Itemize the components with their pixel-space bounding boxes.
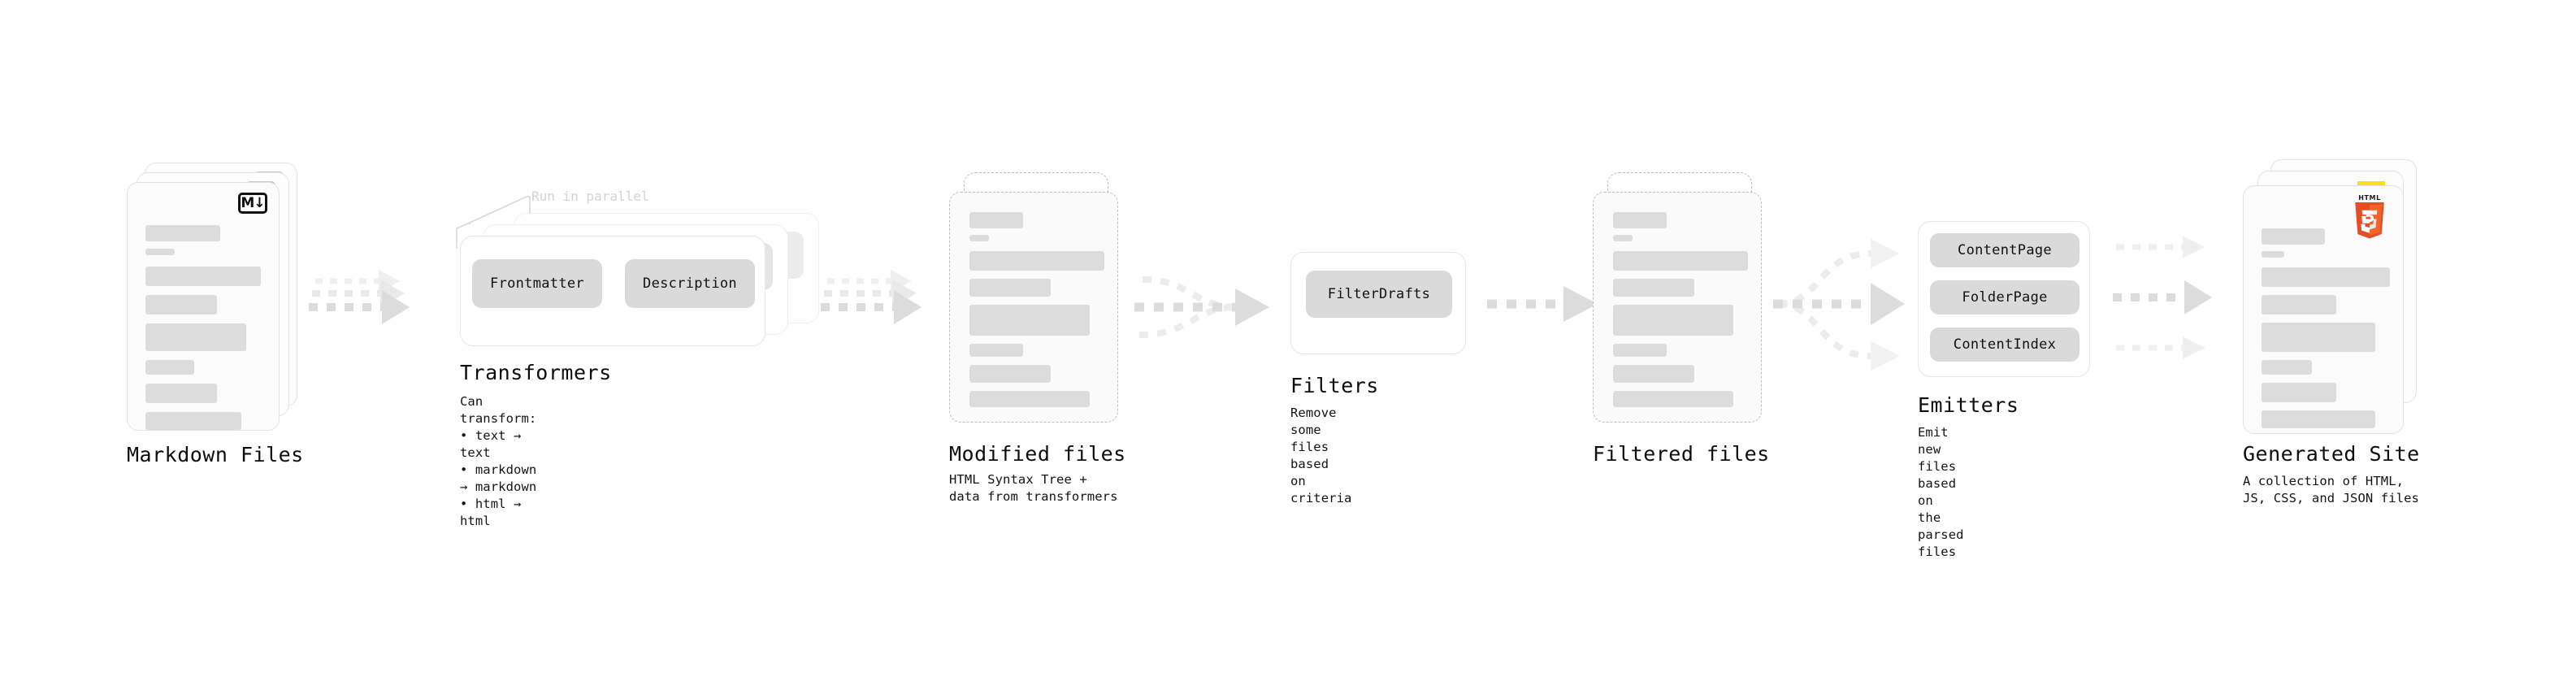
- stage-title-modified-files: Modified files: [949, 442, 1126, 466]
- connector-filters-to-filtered: [1487, 286, 1598, 322]
- content-bar: [2262, 410, 2375, 428]
- content-bar: [145, 249, 175, 255]
- content-bar: [969, 391, 1090, 407]
- content-bar: [2262, 360, 2312, 375]
- run-in-parallel-label: Run in parallel: [531, 189, 649, 204]
- parallel-bracket-connector: [456, 196, 531, 249]
- filtered-files-card-front: [1593, 192, 1762, 423]
- content-bar: [969, 365, 1051, 383]
- stage-subtitle-modified-files: HTML Syntax Tree + data from transformer…: [949, 472, 1118, 504]
- stage-markdown-files: M↓ M↓ M↓ Markdown Files: [127, 163, 303, 466]
- filter-chip-filterdrafts[interactable]: FilterDrafts: [1306, 271, 1452, 318]
- stage-title-markdown-files: Markdown Files: [127, 443, 304, 466]
- content-bar: [145, 295, 217, 314]
- generated-site-card-stack: CSS JS HTML: [2243, 159, 2430, 436]
- content-bar: [145, 384, 217, 403]
- filtered-files-card-stack: [1593, 172, 1772, 440]
- stage-generated-site: CSS JS HTML: [2243, 159, 2430, 505]
- content-bar: [145, 323, 246, 351]
- stage-title-filtered-files: Filtered files: [1593, 442, 1770, 466]
- transformer-chip-frontmatter[interactable]: Frontmatter: [472, 259, 602, 308]
- transformer-chip-description[interactable]: Description: [625, 259, 755, 308]
- modified-files-card-stack: [949, 172, 1128, 440]
- content-bar: [2262, 267, 2390, 287]
- stage-subtitle-emitters: Emit new files based on the parsed files: [1918, 425, 1964, 559]
- content-bar: [2262, 383, 2336, 402]
- content-bar: [969, 279, 1051, 297]
- content-bar: [2262, 295, 2336, 314]
- stage-title-generated-site: Generated Site: [2243, 442, 2420, 466]
- emitter-chip-folderpage[interactable]: FolderPage: [1930, 280, 2079, 314]
- markdown-files-card-stack: M↓ M↓ M↓: [127, 163, 297, 431]
- stage-title-filters: Filters: [1290, 374, 1379, 397]
- stage-filtered-files: Filtered files: [1593, 172, 1772, 466]
- markdown-files-content: [128, 183, 279, 430]
- content-bar: [1613, 251, 1748, 271]
- content-bar: [969, 251, 1104, 271]
- html5-shield-icon: [2355, 202, 2384, 239]
- connector-filtered-to-emitters: [1773, 239, 1905, 371]
- markdown-files-card-front: M↓: [127, 182, 280, 431]
- content-bar: [145, 360, 194, 375]
- emitters-box: ContentPage FolderPage ContentIndex: [1918, 221, 2090, 377]
- generated-site-card-html: HTML 5: [2243, 185, 2404, 434]
- stage-subtitle-filters: Remove some files based on criteria: [1290, 406, 1352, 505]
- content-bar: [1613, 344, 1667, 357]
- content-bar: [145, 267, 261, 286]
- markdown-badge: M↓: [238, 193, 267, 214]
- html5-badge-number: 5: [2364, 209, 2375, 226]
- emitter-chip-contentpage[interactable]: ContentPage: [1930, 233, 2079, 267]
- connector-transformers-to-modified: [821, 270, 922, 324]
- content-bar: [2262, 251, 2284, 258]
- html5-badge-label: HTML: [2358, 194, 2381, 202]
- content-bar: [1613, 235, 1633, 241]
- connector-emitters-to-site: [2113, 236, 2212, 359]
- content-bar: [2262, 228, 2325, 245]
- content-bar: [969, 235, 989, 241]
- content-bar: [969, 344, 1023, 357]
- modified-files-card-front: [949, 192, 1118, 423]
- content-bar: [969, 305, 1090, 336]
- transformers-box-front: Frontmatter Description: [460, 236, 765, 346]
- stage-modified-files: Modified files HTML Syntax Tree + data f…: [949, 172, 1128, 504]
- content-bar: [1613, 305, 1733, 336]
- content-bar: [145, 225, 220, 241]
- modified-files-content: [950, 193, 1117, 422]
- connector-modified-to-filters: [1134, 276, 1269, 338]
- content-bar: [2262, 323, 2375, 352]
- content-bar: [1613, 212, 1667, 228]
- connector-markdown-to-transformers: [309, 270, 410, 324]
- generated-site-content: [2244, 186, 2403, 433]
- html5-badge: HTML 5: [2349, 194, 2390, 241]
- stage-title-emitters: Emitters: [1918, 393, 2019, 417]
- content-bar: [1613, 279, 1694, 297]
- stage-title-transformers: Transformers: [460, 361, 612, 384]
- content-bar: [1613, 365, 1694, 383]
- emitter-chip-contentindex[interactable]: ContentIndex: [1930, 327, 2079, 362]
- stage-subtitle-generated-site: A collection of HTML, JS, CSS, and JSON …: [2243, 474, 2419, 505]
- content-bar: [969, 212, 1023, 228]
- content-bar: [145, 412, 241, 430]
- stage-subtitle-transformers: Can transform: • text → text • markdown …: [460, 394, 537, 528]
- filtered-files-content: [1594, 193, 1761, 422]
- content-bar: [1613, 391, 1733, 407]
- filters-box: FilterDrafts: [1290, 252, 1466, 354]
